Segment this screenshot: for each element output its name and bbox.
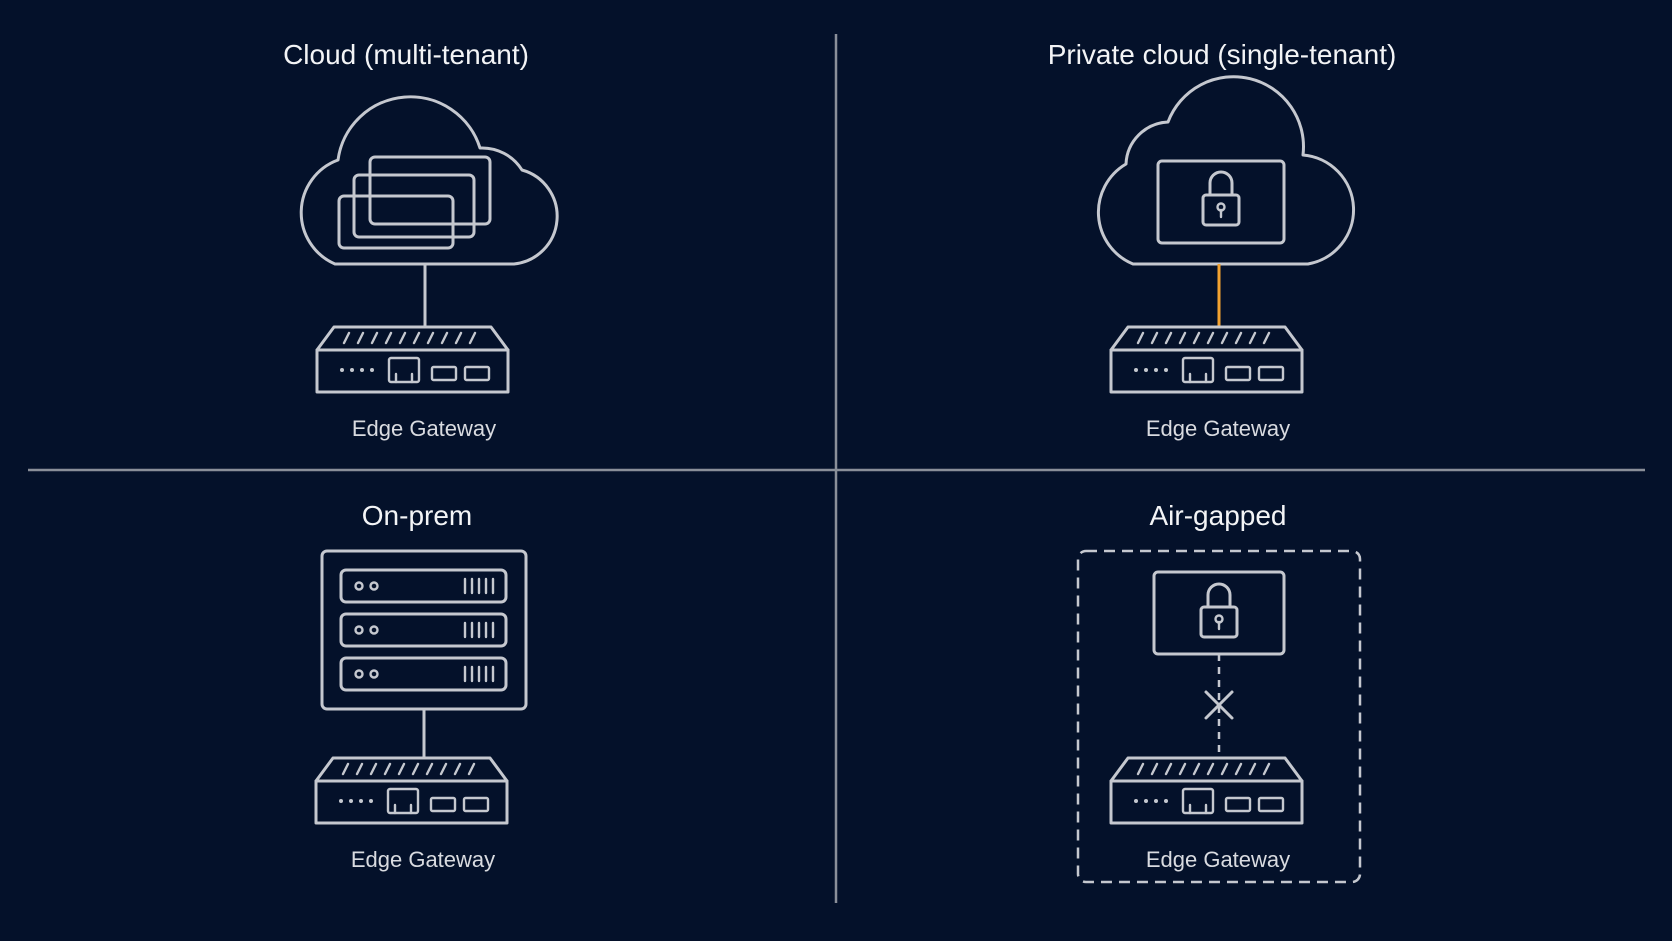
quadrant-private-cloud: Private cloud (single-tenant) Edge Gatew…: [1048, 39, 1397, 441]
cloud-with-lock-icon: [1096, 75, 1355, 266]
edge-gateway-icon: [314, 756, 509, 825]
gateway-label-on-prem: Edge Gateway: [351, 847, 495, 872]
quadrant-on-prem: On-prem Edge Gateway: [314, 500, 528, 872]
edge-gateway-icon: [315, 325, 510, 394]
cloud-with-stacked-tenants-icon: [299, 95, 559, 266]
gateway-label-air-gapped: Edge Gateway: [1146, 847, 1290, 872]
edge-gateway-icon: [1109, 325, 1304, 394]
quadrant-title-private-cloud: Private cloud (single-tenant): [1048, 39, 1397, 70]
gateway-label-cloud: Edge Gateway: [352, 416, 496, 441]
quadrant-cloud-multi-tenant: Cloud (multi-tenant) Edge Gateway: [283, 39, 559, 441]
air-gap-boundary: [1076, 549, 1362, 884]
locked-box-disconnected-icon: [1152, 570, 1286, 656]
edge-gateway-icon: [1109, 756, 1304, 825]
disconnect-x-icon: [1204, 690, 1234, 720]
quadrant-title-cloud: Cloud (multi-tenant): [283, 39, 529, 70]
server-rack-icon: [320, 549, 528, 711]
lock-icon: [1201, 170, 1241, 227]
gateway-label-private-cloud: Edge Gateway: [1146, 416, 1290, 441]
quadrant-title-air-gapped: Air-gapped: [1150, 500, 1287, 531]
quadrant-air-gapped: Air-gapped Edge Gateway: [1076, 500, 1362, 884]
lock-icon: [1199, 582, 1239, 639]
quadrant-title-on-prem: On-prem: [362, 500, 472, 531]
